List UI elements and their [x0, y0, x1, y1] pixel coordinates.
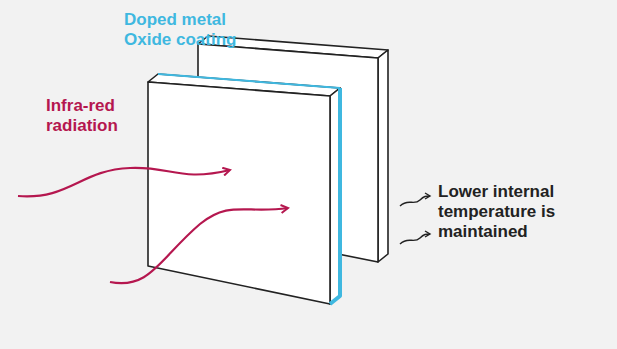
oxide-coating-edge [158, 74, 340, 88]
radiation-label: Infra-red radiation [46, 96, 146, 136]
oxide-coating [330, 88, 340, 304]
callout-arrow [400, 196, 430, 206]
temperature-label: Lower internal temperature is maintained [438, 182, 572, 242]
ir-arrow [110, 208, 288, 283]
coating-label: Doped metal Oxide coating [124, 10, 264, 50]
callout-arrow [400, 234, 430, 244]
ir-arrow [18, 168, 230, 197]
front-pane [148, 74, 340, 304]
